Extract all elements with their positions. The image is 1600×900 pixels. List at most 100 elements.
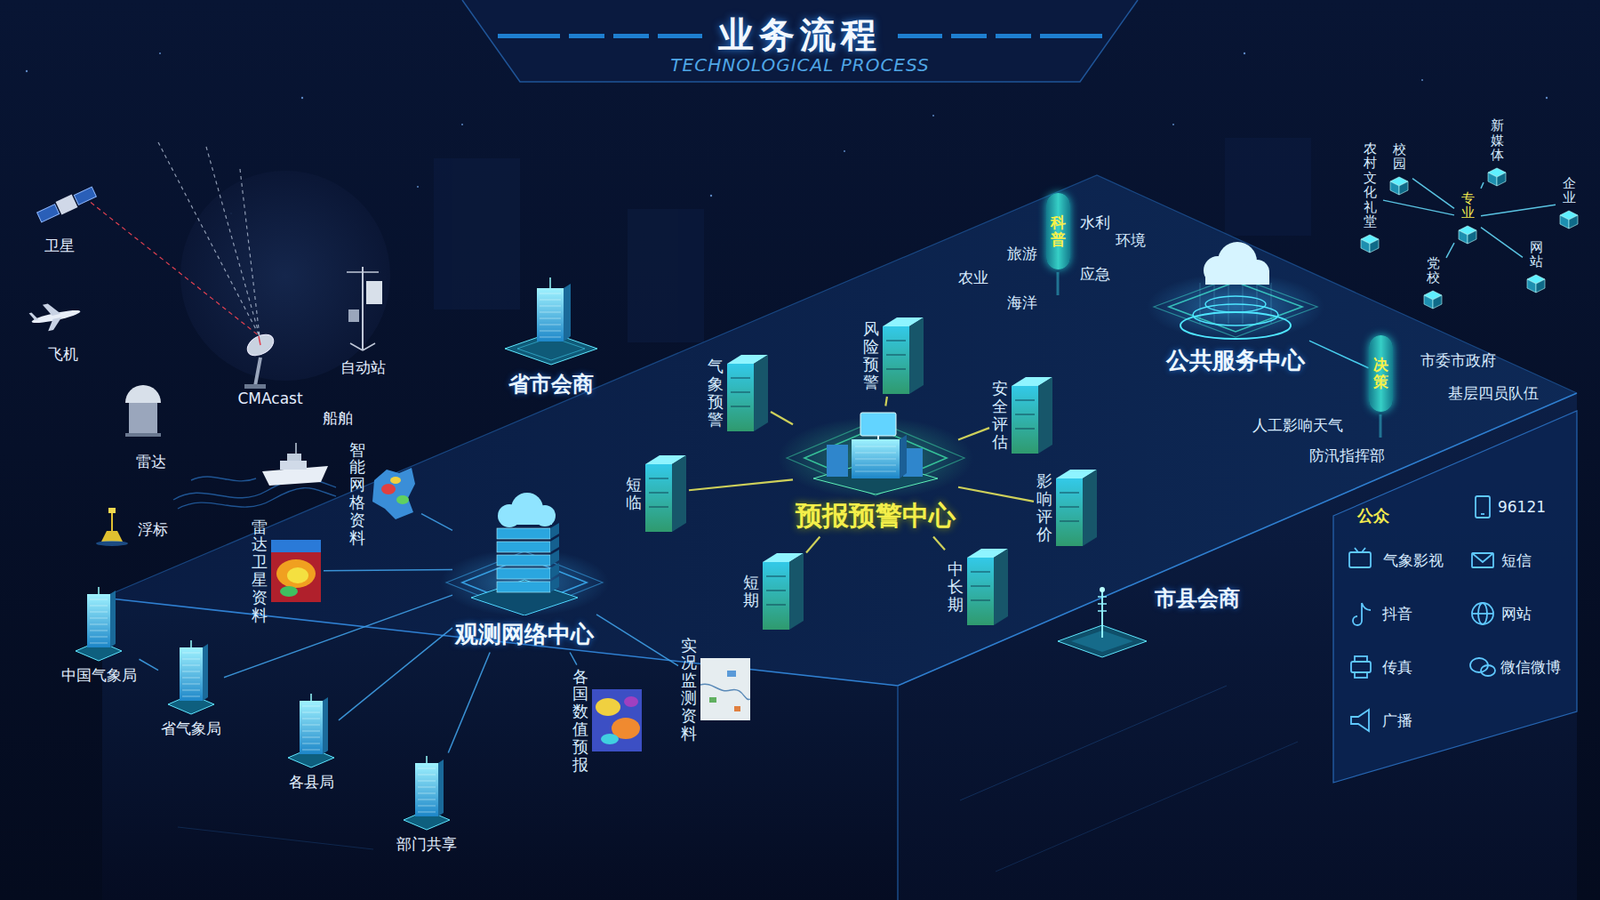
sky-circle [180,170,391,381]
cube-right [1536,279,1545,293]
data-icon [700,657,751,720]
building-front [179,647,203,701]
title-bar [1040,33,1103,39]
platform [896,685,898,900]
antenna-bar [1097,602,1107,605]
label: 抖音 [1382,603,1413,624]
server-box: 气象预警 [704,352,771,434]
light-beam [1200,282,1201,324]
label: TECHNOLOGICAL PROCESS [670,54,929,76]
window-row [539,312,561,313]
title-bar [568,33,605,39]
label-wrap: 浮标 [137,519,168,540]
ring [1205,296,1266,312]
window-row [302,704,320,706]
label-wrap: 短信 [1501,550,1532,571]
antenna [97,586,100,594]
server-icon [727,354,768,432]
server-front [1011,385,1039,454]
server-side [1038,376,1053,454]
label-wrap: 船舶 [322,408,353,429]
server-slot [766,575,786,577]
radar-image [287,567,309,584]
bld-icon [286,693,336,768]
stars [932,114,935,117]
light-beam [1214,282,1216,324]
channel-icons [1472,552,1494,568]
node-text: 各国数值预报 [572,667,589,774]
connector [1383,200,1455,216]
star-icon [1486,166,1508,188]
window-row [855,464,896,465]
radar-icon [125,384,161,403]
star-icon [1558,208,1580,231]
pill-poles [1056,272,1060,296]
title-bar [462,0,1138,82]
data-image-box: 智能网格资料 [346,438,422,550]
antenna-tip [1099,586,1105,592]
node-text: 专业 [1461,191,1475,221]
hub-block [851,439,900,479]
window-row [539,330,561,332]
office-building: 省气象局 [158,637,224,742]
title-bar [951,33,987,39]
dish-icon [258,336,261,345]
label-wrap: CMAcast [237,389,303,408]
window-row [89,635,108,637]
label: 气象影视 [1383,550,1444,571]
node-text: 实况监测资料 [680,636,697,743]
node-text: 部门共享 [396,833,457,855]
connector [1446,242,1455,258]
window-row [182,664,200,665]
platform [960,685,1227,800]
waves [191,476,256,481]
radar-image [276,559,316,588]
city-icon [1053,584,1152,661]
forecast-image [600,733,619,744]
network-node: 党校 [1419,253,1447,313]
cube-right [1467,230,1477,244]
label-wrap: 公众 [1357,504,1390,527]
label-wrap: 基层四员队伍 [1448,383,1539,404]
server-slot [886,368,906,370]
channel-icons [1472,552,1494,562]
skyline [627,208,704,343]
node-text: 中长期 [947,560,964,613]
server-front [762,561,790,630]
antenna [190,640,192,648]
dish-icon [243,329,278,360]
server-slot [886,353,906,356]
antenna-bar [1097,595,1107,598]
ship-icon [280,460,307,470]
satellite-icon [73,186,96,205]
monitor-stand [877,435,880,440]
node-text: 各县局 [288,771,335,792]
window-row [539,293,561,295]
center-node: 预报预警中心 [792,406,959,537]
label-wrap: 96121 [1497,497,1546,516]
connectors [139,178,1557,753]
stars [1172,123,1175,126]
label-wrap: TECHNOLOGICAL PROCESS [670,54,929,76]
pill-tag: 科普 [1046,192,1071,270]
label: 环境 [1115,230,1146,251]
skyline [433,158,520,310]
glow-rings [1168,281,1303,332]
window-row [89,604,108,606]
stars [159,52,161,55]
center-node: 观测网络中心 [452,486,597,653]
antenna [549,277,552,288]
star-icon [1456,224,1479,246]
cloud [502,513,552,525]
channel-icons [1354,547,1359,552]
channel-icons [1361,547,1366,552]
server-side [789,552,804,630]
channel-icons [1475,496,1490,518]
node-text: 省市会商 [508,369,594,399]
server-slot [730,391,751,393]
auto-station-icon [366,280,383,304]
cube-left [1390,181,1400,195]
server-side [909,317,924,394]
server-slot [970,570,991,573]
